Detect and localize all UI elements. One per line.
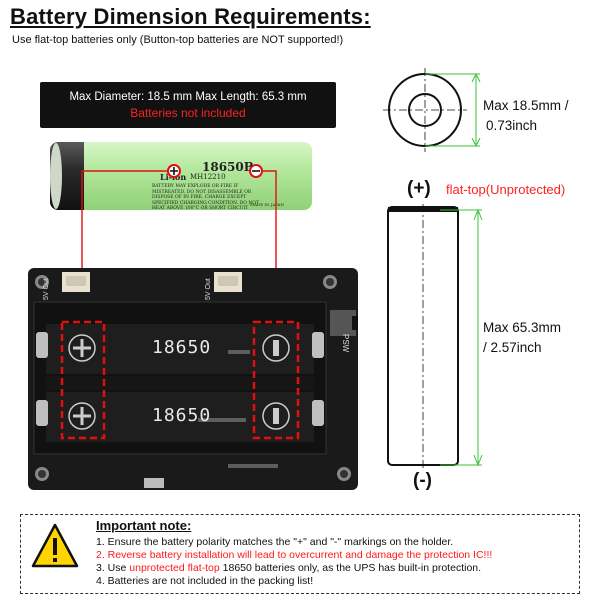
cell-label-bottom: 18650 [152,405,212,426]
diameter-label: Max 18.5mm / 0.73inch [483,96,569,136]
note-item-3-highlight: unprotected flat-top [129,562,220,574]
banner-pointer [300,98,314,122]
dimension-banner: Max Diameter: 18.5 mm Max Length: 65.3 m… [40,82,336,128]
banner-dimensions-text: Max Diameter: 18.5 mm Max Length: 65.3 m… [69,91,307,103]
note-heading: Important note: [96,518,192,533]
battery-code: MH12210 [190,173,226,181]
negative-terminal-label: (-) [413,470,432,491]
cell-label-top: 18650 [152,337,212,358]
note-item-4: 4. Batteries are not included in the pac… [96,575,314,587]
ups-board [28,268,358,490]
length-inch: / 2.57inch [483,340,542,355]
banner-not-included-text: Batteries not included [130,106,246,120]
length-label: Max 65.3mm / 2.57inch [483,318,561,358]
connector-label-left: 5V Out [43,278,50,300]
page-title: Battery Dimension Requirements: [10,4,371,29]
battery-chemistry: Li-ion [160,172,187,182]
page-subtitle: Use flat-top batteries only (Button-top … [12,34,344,46]
note-item-3-suffix: 18650 batteries only, as the UPS has bui… [219,562,482,574]
battery-model: 18650B [202,160,254,174]
switch-label: PSW [341,334,350,353]
flat-top-label: flat-top(Unprotected) [446,182,566,197]
note-item-3: 3. Use unprotected flat-top 18650 batter… [96,562,481,574]
diameter-inch: 0.73inch [486,118,538,133]
note-item-2: 2. Reverse battery installation will lea… [96,549,493,561]
warning-icon [31,523,79,568]
length-value: Max 65.3mm [483,320,562,335]
important-note-box [20,514,580,594]
battery-warning-text: BATTERY MAY EXPLODE OR FIRE IF MISTREATE… [152,184,259,211]
connector-label-right: 5V Out [205,278,212,300]
battery-made-in: MADE IN JAPAN [250,202,284,207]
note-item-3-prefix: 3. Use [96,562,130,574]
diameter-value: Max 18.5mm / [483,98,569,113]
positive-terminal-label: (+) [407,178,431,199]
note-item-1: 1. Ensure the battery polarity matches t… [96,536,454,548]
